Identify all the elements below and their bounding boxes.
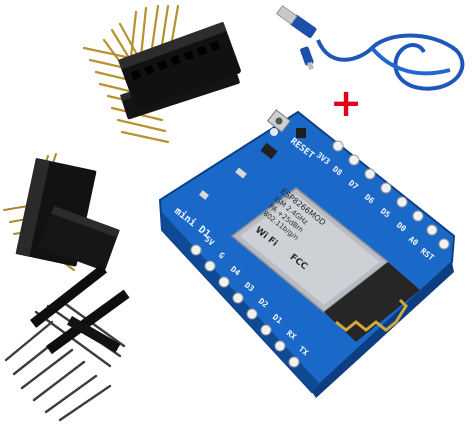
wemos-d1-mini-board: ESP8266MOD ISM 2.4GHz PA +25dBm 802.11b/… <box>158 109 456 398</box>
pin-holes-left <box>190 244 300 368</box>
esp-module: ESP8266MOD ISM 2.4GHz PA +25dBm 802.11b/… <box>230 187 420 342</box>
stacking-header-pair <box>82 4 241 144</box>
pin-label-g: G <box>217 250 226 260</box>
plus-sign: + <box>330 81 362 125</box>
smd-components <box>199 128 306 200</box>
female-header-short <box>3 153 120 271</box>
pin-holes-right <box>332 140 450 250</box>
male-pin-headers <box>4 264 130 422</box>
reset-button <box>266 109 292 133</box>
usb-cable <box>276 5 465 91</box>
